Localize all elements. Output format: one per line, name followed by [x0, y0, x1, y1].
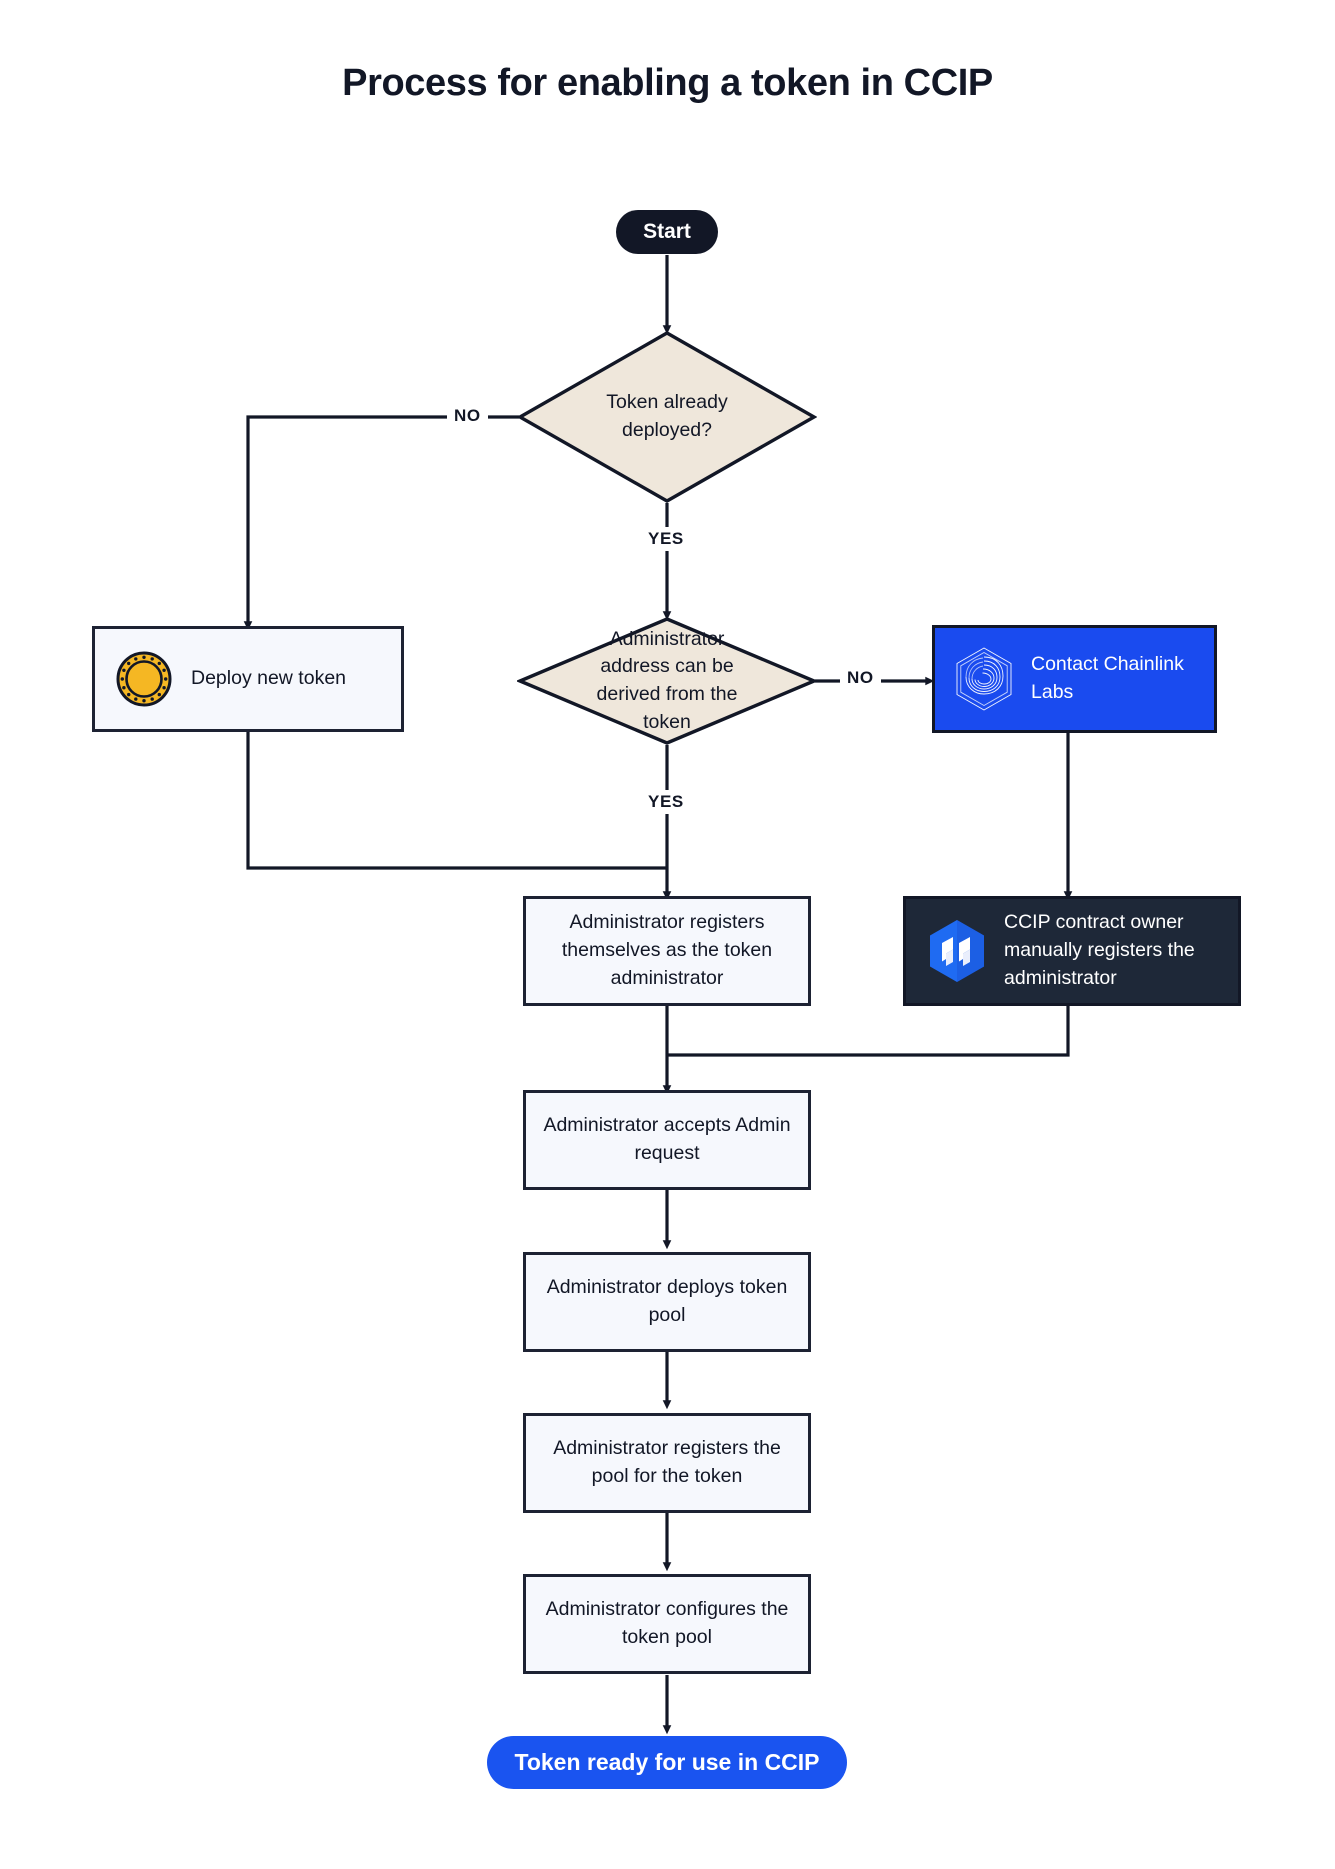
diamond-shape	[517, 617, 817, 745]
node-decision-admin-derivable-label: Administrator address can be derived fro…	[596, 627, 738, 733]
gold-coin-icon	[115, 650, 173, 708]
page-title: Process for enabling a token in CCIP	[342, 62, 993, 104]
node-start[interactable]: Start	[616, 210, 718, 254]
node-admin-registers-self-label: Administrator registers themselves as th…	[561, 911, 773, 989]
node-admin-configures-pool[interactable]: Administrator configures the token pool	[523, 1574, 811, 1674]
node-decision-token-deployed-label: Token already deployed?	[606, 391, 728, 441]
node-deploy-new-token-label: Deploy new token	[191, 667, 347, 690]
edge-label-yes-admin-derivable: YES	[641, 790, 691, 814]
edge-label-no-token-deployed: NO	[447, 404, 488, 428]
edge-label-no-admin-derivable: NO	[840, 666, 881, 690]
node-admin-deploys-pool-label: Administrator deploys token pool	[546, 1276, 788, 1326]
diamond-shape	[517, 331, 817, 503]
node-decision-token-deployed[interactable]: Token already deployed?	[517, 330, 817, 504]
node-admin-deploys-pool[interactable]: Administrator deploys token pool	[523, 1252, 811, 1352]
node-admin-accepts-label: Administrator accepts Admin request	[543, 1114, 791, 1164]
node-admin-registers-self[interactable]: Administrator registers themselves as th…	[523, 896, 811, 1006]
node-ccip-owner-registers-label: CCIP contract owner manually registers t…	[1004, 911, 1195, 989]
node-start-label: Start	[643, 220, 691, 243]
node-admin-accepts[interactable]: Administrator accepts Admin request	[523, 1090, 811, 1190]
node-admin-registers-pool-label: Administrator registers the pool for the…	[553, 1437, 781, 1487]
node-admin-configures-pool-label: Administrator configures the token pool	[545, 1598, 789, 1648]
node-decision-admin-derivable[interactable]: Administrator address can be derived fro…	[517, 616, 817, 746]
ccip-logo-icon	[926, 918, 988, 984]
node-contact-chainlink-labs[interactable]: Contact Chainlink Labs	[932, 625, 1217, 733]
node-ccip-owner-registers[interactable]: CCIP contract owner manually registers t…	[903, 896, 1241, 1006]
node-end-label: Token ready for use in CCIP	[514, 1749, 820, 1775]
edge-label-yes-token-deployed: YES	[641, 527, 691, 551]
chainlink-logo-icon	[953, 646, 1015, 712]
node-deploy-new-token[interactable]: Deploy new token	[92, 626, 404, 732]
node-end[interactable]: Token ready for use in CCIP	[487, 1736, 847, 1789]
node-contact-chainlink-labs-label: Contact Chainlink Labs	[1031, 653, 1184, 703]
node-admin-registers-pool[interactable]: Administrator registers the pool for the…	[523, 1413, 811, 1513]
